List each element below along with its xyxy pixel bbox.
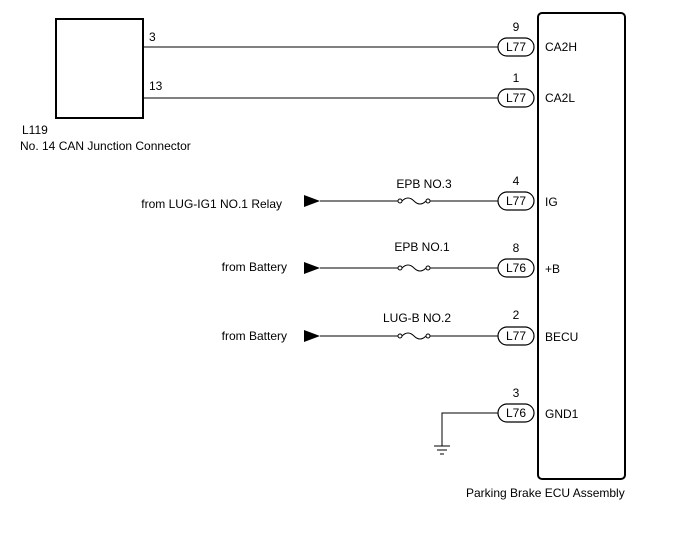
fuse-icon-becu <box>397 332 431 340</box>
connector-oval <box>497 403 535 423</box>
fuse-label-becu: LUG-B NO.2 <box>383 311 451 325</box>
ecu-signal-name: CA2L <box>545 91 575 105</box>
ecu-terminal-gnd1: 3 L76 GND1 <box>497 386 579 423</box>
ecu-box <box>537 12 626 480</box>
ecu-pin-number: 8 <box>513 241 520 255</box>
fuse-label-b: EPB NO.1 <box>394 240 450 254</box>
junction-pin-3: 3 <box>149 30 156 44</box>
ecu-pin-number: 2 <box>513 308 520 322</box>
connector-code: L77 <box>506 194 526 208</box>
ecu-pin-number: 1 <box>513 71 520 85</box>
source-label-b: from Battery <box>222 260 287 274</box>
ecu-pin-number: 9 <box>513 20 520 34</box>
ecu-terminal-becu: 2 L77 BECU <box>497 308 578 346</box>
arrow-icon-ig <box>304 195 320 207</box>
junction-pin-13: 13 <box>149 79 163 93</box>
connector-oval <box>497 258 535 278</box>
ecu-signal-name: IG <box>545 195 558 209</box>
fuse-label-ig: EPB NO.3 <box>396 177 452 191</box>
fuse-icon-ig <box>397 197 431 205</box>
ecu-terminal-b: 8 L76 +B <box>497 241 560 278</box>
ecu-terminal-ig: 4 L77 IG <box>497 174 558 211</box>
ecu-signal-name: BECU <box>545 330 578 344</box>
arrow-icon-b <box>304 262 320 274</box>
ecu-pin-number: 3 <box>513 386 520 400</box>
connector-code: L76 <box>506 261 526 275</box>
ground-icon <box>434 445 450 455</box>
ecu-terminal-ca2l: 1 L77 CA2L <box>497 71 575 108</box>
connector-code: L77 <box>506 40 526 54</box>
connector-oval <box>497 37 535 57</box>
fuse-icon-b <box>397 264 431 272</box>
arrow-icon-becu <box>304 330 320 342</box>
junction-connector-code: L119 <box>22 123 48 137</box>
ecu-pin-number: 4 <box>513 174 520 188</box>
connector-oval <box>497 88 535 108</box>
connector-code: L76 <box>506 406 526 420</box>
connector-oval <box>497 191 535 211</box>
ecu-terminal-ca2h: 9 L77 CA2H <box>497 20 577 57</box>
junction-connector-name: No. 14 CAN Junction Connector <box>20 139 191 153</box>
source-label-ig: from LUG-IG1 NO.1 Relay <box>141 197 282 211</box>
ecu-signal-name: +B <box>545 262 560 276</box>
connector-code: L77 <box>506 91 526 105</box>
junction-connector-box <box>55 18 144 119</box>
connector-oval <box>497 326 535 346</box>
ecu-signal-name: GND1 <box>545 407 579 421</box>
connector-code: L77 <box>506 329 526 343</box>
ecu-signal-name: CA2H <box>545 40 577 54</box>
ecu-name: Parking Brake ECU Assembly <box>466 486 625 500</box>
source-label-becu: from Battery <box>222 329 287 343</box>
wire-gnd <box>441 412 498 446</box>
